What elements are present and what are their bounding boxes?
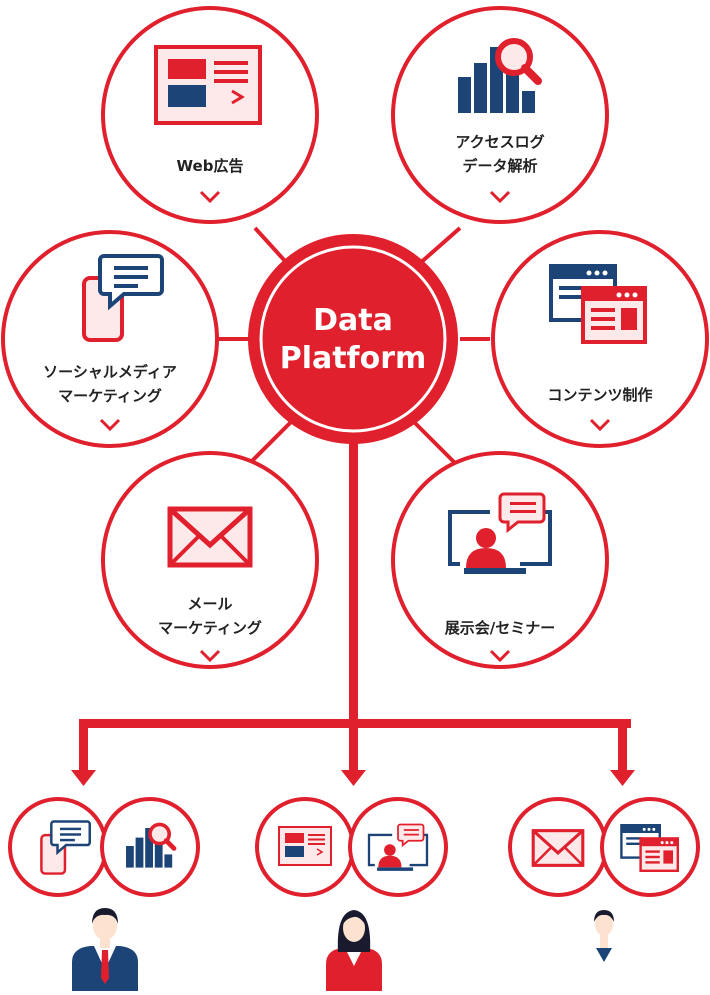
web-ad-icon (278, 826, 332, 866)
service-label-seminar: 展示会/セミナー (400, 616, 600, 640)
service-label-social: ソーシャルメディア マーケティング (10, 360, 210, 408)
hub-label: Data Platform (253, 302, 453, 378)
label-line: ソーシャルメディア (43, 363, 177, 381)
distribution-arrows (71, 440, 635, 786)
businessman-avatar (72, 908, 138, 991)
businesswoman-avatar (326, 910, 382, 991)
label-line: コンテンツ制作 (547, 386, 653, 404)
hub-data-platform[interactable] (248, 234, 458, 444)
service-label-access-log: アクセスログ データ解析 (400, 130, 600, 178)
connector-mail (243, 416, 297, 470)
persona-businessman-group (8, 797, 200, 991)
label-line: マーケティング (58, 387, 162, 405)
arrow-down-icon (610, 770, 635, 786)
arrow-down-icon (71, 770, 96, 786)
service-content[interactable] (491, 230, 709, 448)
label-line: データ解析 (462, 157, 538, 175)
mail-icon (531, 829, 585, 867)
label-line: Web広告 (176, 157, 244, 175)
label-line: 展示会/セミナー (444, 619, 556, 637)
service-mail[interactable] (101, 451, 319, 669)
service-label-mail: メール マーケティング (110, 592, 310, 640)
service-web-ad[interactable] (101, 6, 319, 224)
arrow-down-icon (341, 770, 366, 786)
service-label-content: コンテンツ制作 (500, 383, 700, 407)
web-ad-icon (154, 45, 262, 125)
label-line: マーケティング (158, 619, 262, 637)
hub-line-2: Platform (279, 341, 427, 376)
label-line: メール (187, 595, 233, 613)
connector-seminar (408, 416, 462, 470)
mail-icon (170, 509, 250, 565)
persona-businesswoman-group (255, 797, 448, 991)
hub-line-1: Data (313, 303, 393, 338)
service-seminar[interactable] (391, 451, 609, 669)
label-line: アクセスログ (455, 133, 545, 151)
young-person-avatar (594, 910, 614, 962)
persona-young-person-group (508, 797, 700, 962)
service-label-web-ad: Web広告 (110, 154, 310, 178)
service-social[interactable] (1, 230, 219, 448)
service-access-log[interactable] (391, 6, 609, 224)
